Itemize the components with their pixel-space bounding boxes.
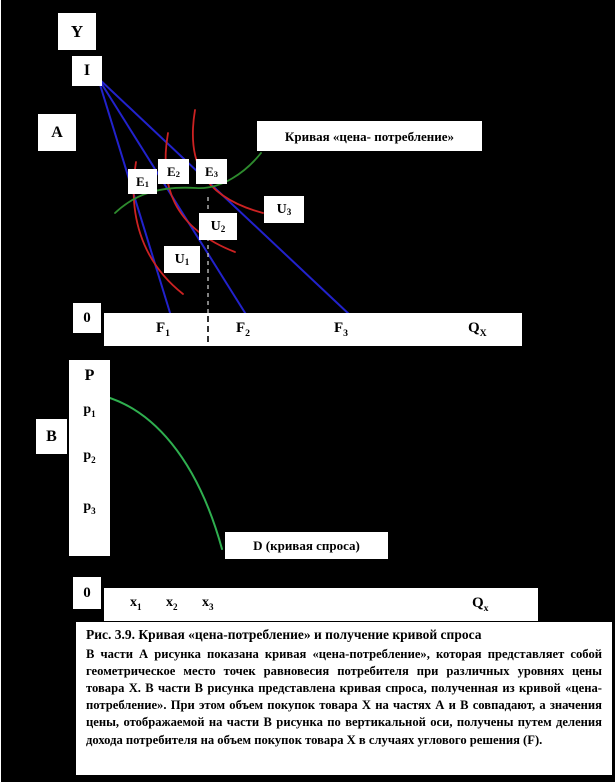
tick-f1: F1 (156, 321, 170, 339)
panel-a-x-axis-label-sub: X (479, 328, 487, 339)
tick-x1: x1 (130, 596, 142, 612)
tick-f2-base: F (236, 320, 246, 336)
panel-b-y-axis-label: P (84, 367, 95, 384)
panel-b-x-axis-label: Qx (472, 596, 489, 614)
panel-b-y-axis: P p1 p2 p3 (69, 360, 110, 556)
tick-x3-sub: 3 (209, 601, 214, 612)
income-point-label: I (72, 56, 102, 86)
tick-x3-base: x (202, 595, 209, 610)
panel-a-x-axis-label-base: Q (468, 320, 480, 336)
panel-a-x-axis-label: QX (468, 321, 487, 339)
demand-curve-label: D (кривая спроса) (225, 532, 388, 559)
panel-a-x-axis: F1 F2 F3 QX (104, 313, 522, 346)
tick-x1-base: x (130, 595, 137, 610)
tick-f1-base: F (156, 320, 166, 336)
tick-f3-sub: 3 (343, 328, 349, 339)
caption-title: Рис. 3.9. Кривая «цена-потребление» и по… (86, 627, 482, 642)
panel-a-label: A (38, 114, 76, 151)
indifference-label-u1-base: U (174, 251, 185, 267)
indifference-label-u3-sub: 3 (286, 207, 292, 218)
tick-p2-base: p (83, 448, 92, 463)
tick-p3: p3 (69, 500, 110, 516)
equilibrium-label-e2-sub: 2 (175, 169, 180, 180)
indifference-label-u2-sub: 2 (220, 224, 226, 235)
caption-body: В части А рисунка показана кривая «цена-… (86, 646, 602, 747)
price-consumption-curve-label: Кривая «цена- потребление» (257, 121, 482, 151)
price-consumption-curve (114, 152, 262, 214)
tick-p2-sub: 2 (91, 454, 96, 465)
panel-a-origin-label: 0 (73, 303, 101, 333)
projection-tick (207, 316, 209, 342)
indifference-label-u3-base: U (276, 201, 287, 217)
tick-f1-sub: 1 (165, 328, 171, 339)
tick-f2: F2 (236, 321, 250, 339)
figure-caption: Рис. 3.9. Кривая «цена-потребление» и по… (76, 622, 612, 775)
tick-x2-base: x (166, 595, 173, 610)
tick-x3: x3 (202, 596, 214, 612)
equilibrium-label-e1-base: E (136, 174, 145, 189)
tick-p1-base: p (83, 402, 92, 417)
tick-f3: F3 (334, 321, 348, 339)
panel-b-label: B (36, 419, 67, 454)
equilibrium-label-e3-base: E (205, 164, 214, 179)
equilibrium-label-e1-sub: 1 (144, 179, 149, 190)
indifference-label-u2-base: U (210, 218, 221, 234)
tick-f2-sub: 2 (245, 328, 251, 339)
tick-p1-sub: 1 (91, 408, 96, 419)
indifference-label-u1-sub: 1 (184, 257, 190, 268)
tick-p3-base: p (83, 499, 92, 514)
panel-b-x-axis: x1 x2 x3 Qx (104, 588, 538, 621)
tick-f3-base: F (334, 320, 344, 336)
equilibrium-label-e2-base: E (167, 164, 176, 179)
tick-x2-sub: 2 (173, 601, 178, 612)
indifference-curve-u2 (164, 132, 236, 253)
tick-p2: p2 (69, 449, 110, 465)
tick-x1-sub: 1 (137, 601, 142, 612)
panel-b-origin-label: 0 (73, 577, 101, 609)
equilibrium-label-e3-sub: 3 (213, 169, 218, 180)
panel-a-y-axis-label: Y (58, 13, 96, 50)
demand-curve (109, 397, 223, 550)
tick-p3-sub: 3 (91, 505, 96, 516)
tick-p1: p1 (69, 403, 110, 419)
panel-b-x-axis-label-base: Q (472, 595, 484, 611)
tick-x2: x2 (166, 596, 178, 612)
panel-b-x-axis-label-sub: x (483, 603, 489, 614)
